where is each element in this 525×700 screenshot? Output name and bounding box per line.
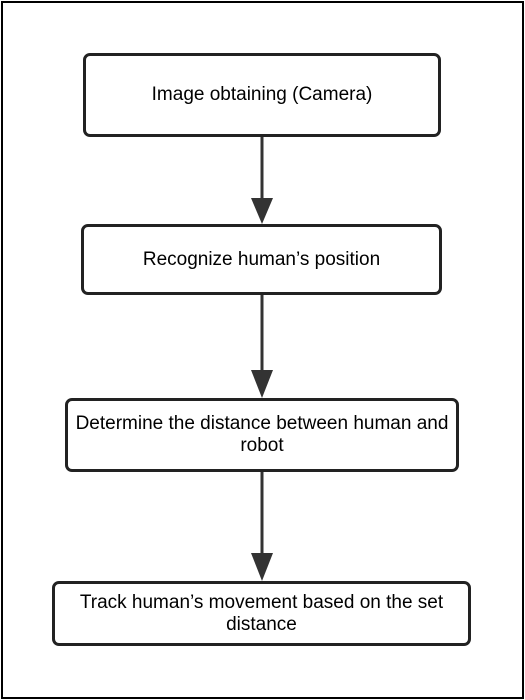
flow-step-recognize-position: Recognize human’s position (81, 224, 442, 295)
flow-step-label: Recognize human’s position (142, 248, 381, 270)
flow-step-label: Track human’s movement based on the set … (79, 591, 444, 635)
flow-step-image-obtaining: Image obtaining (Camera) (83, 53, 441, 137)
flow-step-label: Image obtaining (Camera) (151, 84, 373, 105)
flow-step-track-movement: Track human’s movement based on the set … (52, 581, 471, 646)
flow-step-label: Determine the distance between human and… (75, 413, 449, 456)
flow-step-determine-distance: Determine the distance between human and… (65, 398, 459, 472)
